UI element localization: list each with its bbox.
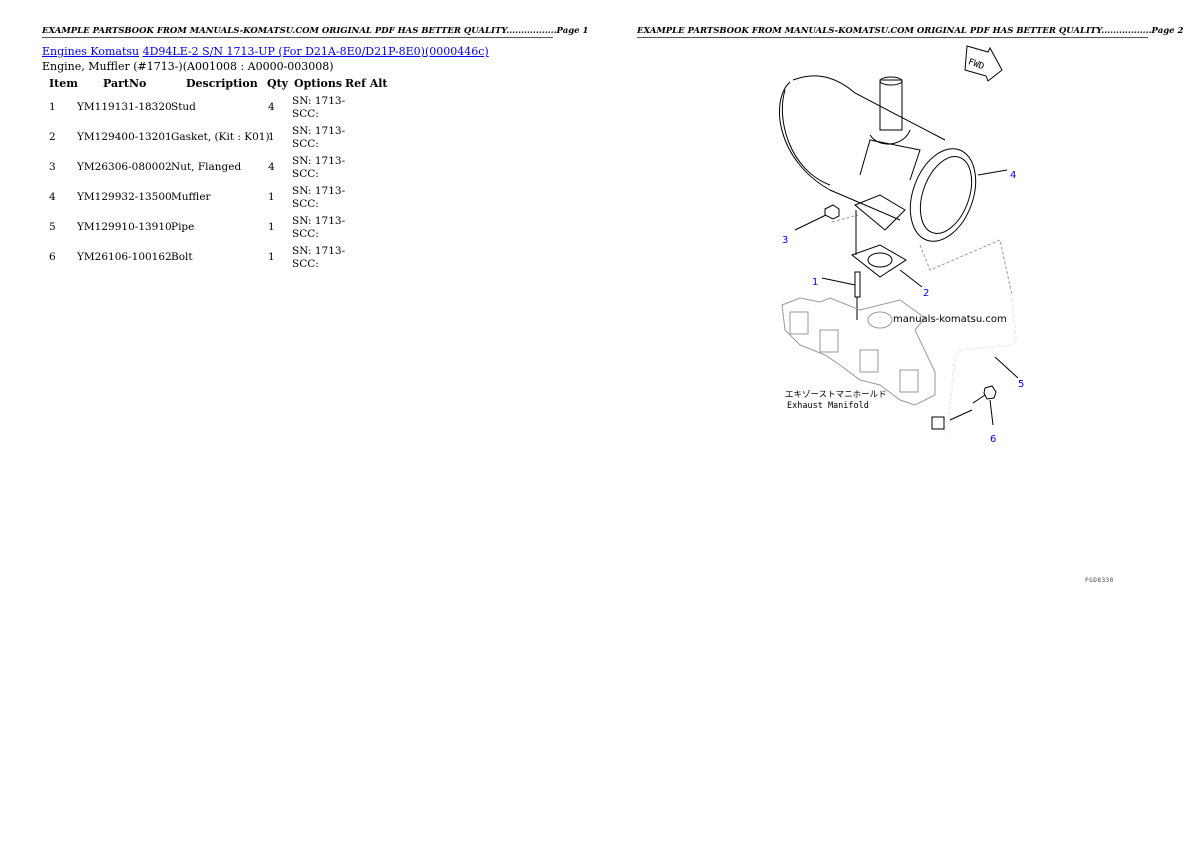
col-header-qty: Qty [267,77,289,90]
cell-partno: YM26106-100162 [77,251,172,263]
cell-options-sn: SN: 1713- [292,125,346,137]
cell-partno: YM129400-13201 [77,131,172,143]
cell-options-sn: SN: 1713- [292,155,346,167]
page-1-header: EXAMPLE PARTSBOOK FROM MANUALS-KOMATSU.C… [42,26,589,38]
cell-item: 6 [49,251,56,263]
callout-1: 1 [812,277,818,288]
cell-options-scc: SCC: [292,228,319,240]
gasket-drawing [850,210,923,288]
stud-drawing [821,271,861,320]
cell-item: 5 [49,221,56,233]
cell-description: Bolt [171,251,193,263]
col-header-description: Description [186,77,258,90]
cell-partno: YM119131-18320 [77,101,172,113]
svg-text:FWD: FWD [967,57,986,72]
exhaust-manifold-drawing [781,297,936,406]
col-header-options: Options [294,77,343,90]
figure-code: FGD8330 [1085,577,1114,584]
col-header-ref-alt: Ref Alt [345,77,388,90]
pipe-drawing [931,297,1019,433]
callout-6: 6 [990,434,996,445]
col-header-partno: PartNo [103,77,147,90]
breadcrumb-link-model[interactable]: 4D94LE-2 S/N 1713-UP (For D21A-8E0/D21P-… [142,45,489,58]
cell-description: Gasket, (Kit : K01) [171,131,270,143]
cell-qty: 1 [268,191,275,203]
manifold-label-en: Exhaust Manifold [787,401,869,411]
col-header-item: Item [49,77,78,90]
page-2-header: EXAMPLE PARTSBOOK FROM MANUALS-KOMATSU.C… [637,26,1184,38]
cell-partno: YM129910-13910 [77,221,172,233]
cell-options-sn: SN: 1713- [292,185,346,197]
cell-options-sn: SN: 1713- [292,95,346,107]
cell-qty: 1 [268,131,275,143]
manifold-label-jp: エキゾーストマニホールド [785,390,887,400]
callout-5: 5 [1018,379,1024,390]
cell-qty: 1 [268,251,275,263]
cell-options-sn: SN: 1713- [292,245,346,257]
cell-item: 4 [49,191,56,203]
cell-options-scc: SCC: [292,168,319,180]
cell-qty: 4 [268,101,275,113]
cell-options-scc: SCC: [292,108,319,120]
cell-options-scc: SCC: [292,258,319,270]
breadcrumb-link-engines[interactable]: Engines Komatsu [42,45,140,58]
muffler-drawing [779,75,1008,242]
cell-description: Muffler [171,191,211,203]
callout-3: 3 [782,235,788,246]
cell-description: Pipe [171,221,195,233]
cell-description: Stud [171,101,196,113]
fwd-arrow-icon: FWD [964,45,1003,82]
nut-drawing [794,204,859,231]
breadcrumb: Engines Komatsu 4D94LE-2 S/N 1713-UP (Fo… [42,45,489,58]
cell-qty: 1 [268,221,275,233]
bolt-drawing [949,385,997,426]
callout-4: 4 [1010,170,1016,181]
cell-options-scc: SCC: [292,198,319,210]
cell-item: 2 [49,131,56,143]
cell-item: 1 [49,101,56,113]
cell-partno: YM129932-13500 [77,191,172,203]
cell-options-sn: SN: 1713- [292,215,346,227]
callout-2: 2 [923,288,929,299]
cell-options-scc: SCC: [292,138,319,150]
cell-partno: YM26306-080002 [77,161,172,173]
watermark-text: manuals-komatsu.com [893,314,1007,325]
page-subtitle: Engine, Muffler (#1713-)(A001008 : A0000… [42,60,334,73]
cell-qty: 4 [268,161,275,173]
cell-description: Nut, Flanged [171,161,242,173]
cell-item: 3 [49,161,56,173]
